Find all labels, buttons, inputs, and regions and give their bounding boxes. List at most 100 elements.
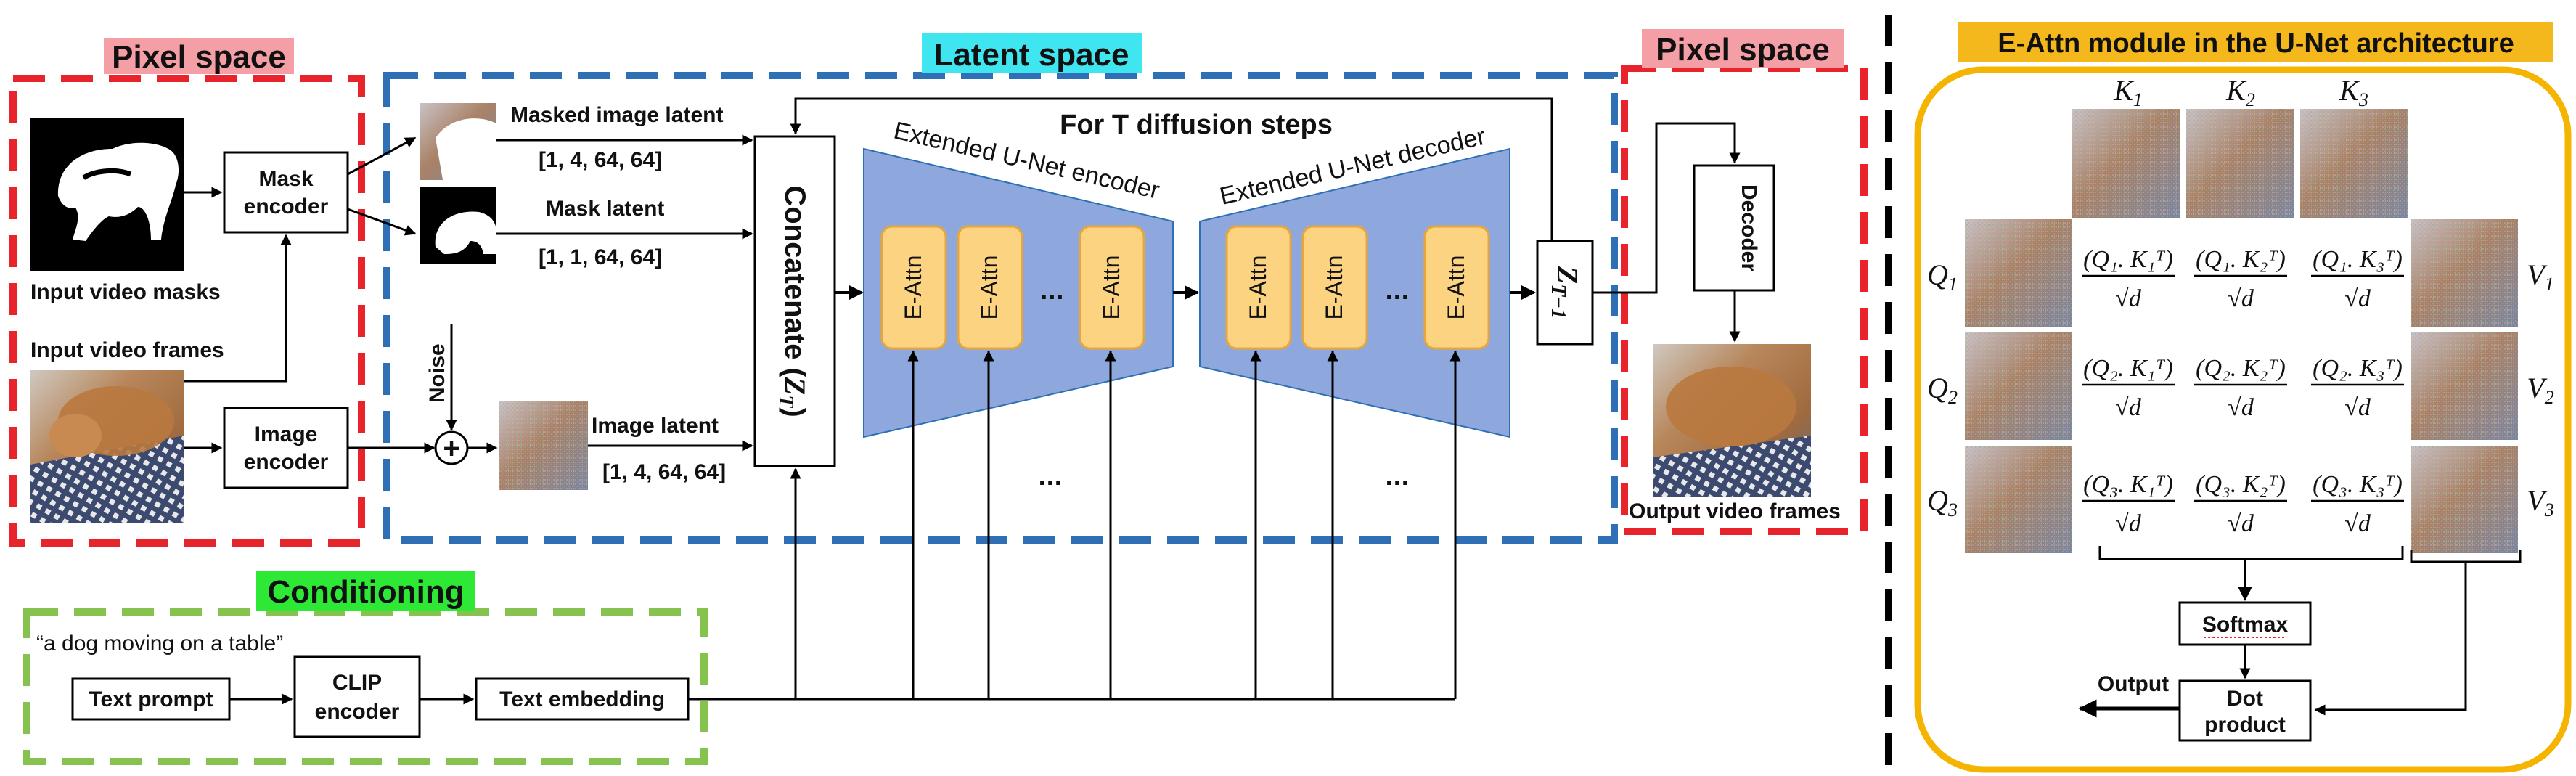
concatenate-label: Concatenate (ZT) bbox=[774, 185, 811, 417]
clip-encoder-label-line2: encoder bbox=[315, 700, 400, 724]
query-label-3-main: Q bbox=[1927, 484, 1948, 517]
mask-encoder-box bbox=[223, 151, 349, 234]
pixel-space-output-label: Pixel space bbox=[1656, 32, 1830, 68]
latent-space-label-bg bbox=[922, 33, 1142, 73]
masked-image-latent-thumb bbox=[420, 103, 496, 180]
encoder-eattn-label-1: E-Attn bbox=[900, 256, 926, 320]
score-r3-c2-den: √d bbox=[2228, 510, 2254, 537]
key-label-3-main: K bbox=[2339, 74, 2360, 107]
score-r3-c1-num: (Q₃. K₁ᵀ) bbox=[2083, 471, 2173, 498]
noise-add-symbol: + bbox=[443, 433, 459, 465]
z-t-minus-1-label: ZT−1 bbox=[1547, 266, 1584, 319]
score-r1-c2-den: √d bbox=[2228, 285, 2254, 312]
scores-bracket bbox=[2098, 546, 2404, 560]
concatenate-text: Concatenate ( bbox=[779, 185, 811, 377]
output-section: Decoder Output video frames bbox=[1592, 122, 1841, 523]
eattn-module-label: E-Attn module in the U-Net architecture bbox=[1998, 28, 2514, 59]
decoder-eattn-label-3: E-Attn bbox=[1443, 256, 1469, 320]
value-label-1-sub: 1 bbox=[2545, 274, 2554, 295]
text-embedding-label: Text embedding bbox=[499, 687, 665, 711]
key-label-3-sub: 3 bbox=[2358, 89, 2368, 110]
mask-encoder-label-line2: encoder bbox=[244, 195, 329, 218]
decoder-eattn-label-2: E-Attn bbox=[1321, 256, 1347, 320]
eattn-module: K1 K2 K3 Q1 Q2 Q3 V1 V2 V3 ( bbox=[1927, 74, 2554, 742]
key-thumbnails bbox=[2072, 109, 2408, 218]
value-label-3-sub: 3 bbox=[2544, 499, 2554, 520]
encoder-eattn-block-1 bbox=[880, 225, 947, 350]
decoder-eattn-block-1 bbox=[1225, 225, 1292, 350]
score-r2-c1-den: √d bbox=[2115, 394, 2142, 421]
conditioning-section: “a dog moving on a table” Text prompt CL… bbox=[36, 350, 1461, 738]
mask-latent-label: Mask latent bbox=[546, 197, 664, 221]
key-label-2: K2 bbox=[2225, 74, 2255, 110]
mask-encoder-label-line1: Mask bbox=[258, 167, 313, 191]
text-embedding-box bbox=[475, 677, 690, 721]
concatenate-var-sub: T bbox=[774, 395, 797, 409]
score-matrix: (Q₁. K₁ᵀ) √d (Q₁. K₂ᵀ) √d (Q₁. K₃ᵀ) √d (… bbox=[2082, 246, 2404, 537]
z-t-minus-1-main: Z bbox=[1551, 266, 1584, 284]
masked-image-latent-shape: [1, 4, 64, 64] bbox=[539, 148, 662, 172]
value-label-1: V1 bbox=[2527, 258, 2553, 295]
score-r2-c3-num: (Q₂. K₃ᵀ) bbox=[2313, 355, 2403, 382]
value-label-2-sub: 2 bbox=[2545, 387, 2554, 408]
decoder-eattn-ellipsis: ... bbox=[1385, 274, 1409, 306]
image-encoder-box bbox=[223, 407, 349, 489]
query-label-2-main: Q bbox=[1927, 372, 1948, 404]
input-video-frames-label: Input video frames bbox=[30, 338, 224, 362]
conditioning-label: Conditioning bbox=[267, 574, 464, 610]
softmax-label: Softmax bbox=[2202, 613, 2289, 637]
mask-latent-thumb bbox=[420, 187, 496, 264]
diffusion-loop-arrow bbox=[790, 97, 1553, 272]
regions bbox=[9, 15, 2572, 776]
score-r2-c2-den: √d bbox=[2228, 394, 2254, 421]
latent-space-frame bbox=[383, 72, 1618, 544]
key-label-1: K1 bbox=[2113, 74, 2143, 110]
key-label-2-main: K bbox=[2225, 74, 2247, 107]
score-r3-c1-den: √d bbox=[2115, 510, 2142, 537]
query-label-3: Q3 bbox=[1927, 484, 1958, 520]
score-r1-c3-den: √d bbox=[2344, 285, 2371, 312]
value-label-3-main: V bbox=[2527, 484, 2548, 517]
query-label-1: Q1 bbox=[1927, 258, 1958, 295]
score-r2-c1-num: (Q₂. K₁ᵀ) bbox=[2083, 355, 2173, 382]
dot-product-label-line2: product bbox=[2204, 713, 2286, 737]
score-r3-c2-num: (Q₃. K₂ᵀ) bbox=[2196, 471, 2286, 498]
decoder-eattn-label-1: E-Attn bbox=[1245, 256, 1271, 320]
input-video-frames-image bbox=[30, 370, 184, 523]
key-label-2-sub: 2 bbox=[2246, 89, 2255, 110]
score-r1-c2-num: (Q₁. K₂ᵀ) bbox=[2196, 246, 2286, 273]
arrow-values-to-dot bbox=[2314, 562, 2467, 716]
decoder-eattn-block-3 bbox=[1423, 225, 1490, 350]
image-latent-thumb bbox=[499, 401, 588, 490]
conditioning-prompt-text: “a dog moving on a table” bbox=[36, 632, 283, 655]
arrow-mask-encoder-to-mask-latent bbox=[347, 208, 417, 236]
z-t-minus-1-sub: T−1 bbox=[1547, 284, 1569, 319]
query-label-1-main: Q bbox=[1927, 258, 1948, 291]
encoder-eattn-label-3: E-Attn bbox=[1098, 256, 1124, 320]
image-encoder-label-line2: encoder bbox=[244, 450, 329, 474]
dot-product-label-line1: Dot bbox=[2227, 687, 2263, 711]
mask-latent-shape: [1, 1, 64, 64] bbox=[539, 245, 662, 269]
noise-label: Noise bbox=[425, 343, 449, 403]
eattn-output-label: Output bbox=[2098, 672, 2169, 696]
value-label-2-main: V bbox=[2527, 372, 2548, 404]
arrow-z-to-decoder bbox=[1592, 122, 1741, 294]
encoder-eattn-label-2: E-Attn bbox=[976, 256, 1002, 320]
value-label-3: V3 bbox=[2527, 484, 2553, 520]
encoder-eattn-ellipsis: ... bbox=[1039, 274, 1063, 306]
decoder-label: Decoder bbox=[1737, 184, 1761, 271]
eattn-blocks: E-Attn E-Attn ... E-Attn E-Attn E-Attn .… bbox=[880, 225, 1490, 350]
image-encoder-label-line1: Image bbox=[255, 422, 318, 446]
image-latent-label: Image latent bbox=[592, 414, 719, 438]
z-t-minus-1-box bbox=[1536, 240, 1594, 346]
value-label-2: V2 bbox=[2527, 372, 2553, 408]
score-r2-c3-den: √d bbox=[2344, 394, 2371, 421]
query-label-3-sub: 3 bbox=[1947, 499, 1958, 520]
clip-encoder-box bbox=[293, 655, 421, 738]
pixel-space-input-frame bbox=[9, 75, 365, 547]
value-thumbnails bbox=[2411, 219, 2518, 553]
input-video-masks-label: Input video masks bbox=[30, 280, 221, 304]
input-section: Input video masks Input video frames Mas… bbox=[30, 118, 417, 523]
